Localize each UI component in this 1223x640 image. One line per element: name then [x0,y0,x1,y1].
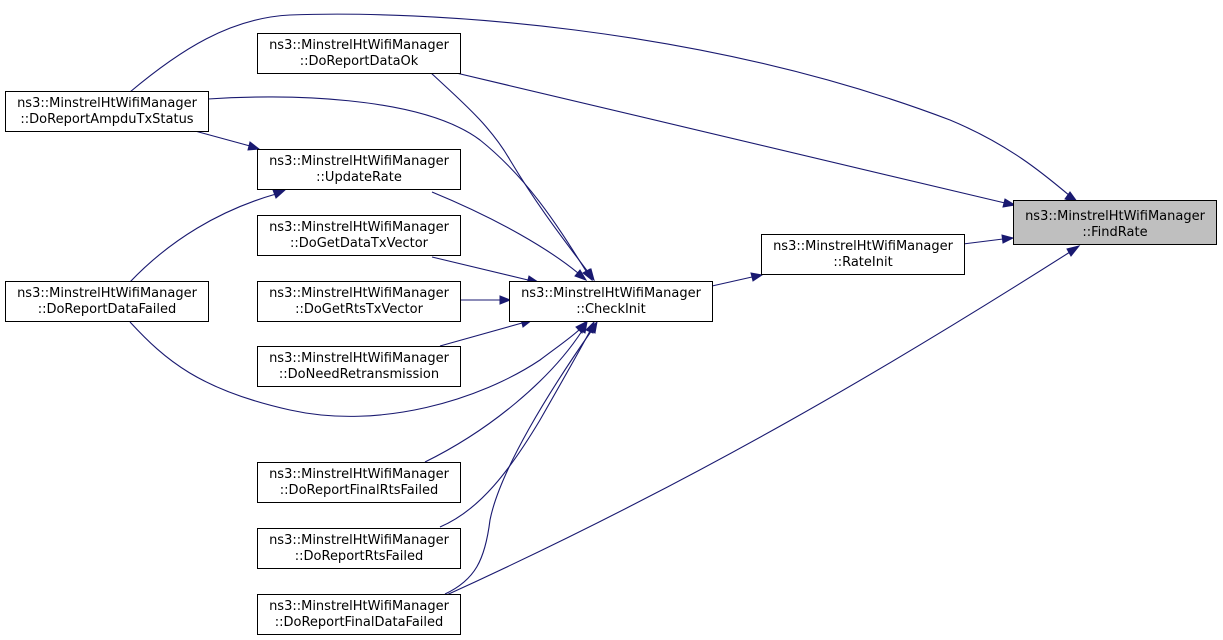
edge-checkinit-to-rateinit [711,272,764,287]
node-label-line2: ::DoReportFinalRtsFailed [280,483,438,498]
node-box [257,281,461,322]
edges [129,13,1081,599]
node-box-focus [1013,200,1217,245]
node-box [257,594,461,635]
node-box [761,234,965,275]
node-label-line1: ns3::MinstrelHtWifiManager [17,286,198,301]
node-label-line2: ::DoGetDataTxVector [290,236,429,251]
node-label-line1: ns3::MinstrelHtWifiManager [269,533,450,548]
edge-updaterate-to-checkinit [431,191,588,281]
node-do-report-ampdu-tx-status[interactable]: ns3::MinstrelHtWifiManager ::DoReportAmp… [5,91,209,132]
node-label-line1: ns3::MinstrelHtWifiManager [269,286,450,301]
edge-ampdu-to-updaterate [194,130,261,151]
node-do-get-rts-tx-vector[interactable]: ns3::MinstrelHtWifiManager ::DoGetRtsTxV… [257,281,461,322]
edge-rateinit-to-findrate [962,234,1015,245]
node-box [257,33,461,74]
node-label-line1: ns3::MinstrelHtWifiManager [269,467,450,482]
node-label-line1: ns3::MinstrelHtWifiManager [269,351,450,366]
node-box [257,215,461,256]
node-label-line2: ::DoReportRtsFailed [295,549,423,564]
edge-needretx-to-checkinit [439,318,534,347]
node-box [257,149,461,190]
edge-getrtstx-to-checkinit [460,295,512,305]
edge-getdatatx-to-checkinit [431,256,540,285]
node-label-line1: ns3::MinstrelHtWifiManager [269,38,450,53]
node-label-line2: ::UpdateRate [316,170,402,185]
edge-finaldata-to-checkinit [444,320,598,595]
node-label-line2: ::DoReportDataFailed [38,302,177,317]
node-box [257,346,461,387]
node-label-line2: ::DoReportAmpduTxStatus [20,112,193,127]
node-label-line2: ::DoGetRtsTxVector [295,302,424,317]
node-label-line2: ::DoReportFinalDataFailed [275,615,444,630]
edge-finalrts-to-checkinit [424,320,588,463]
node-label-line1: ns3::MinstrelHtWifiManager [1025,209,1206,224]
edge-ampdu-to-checkinit [207,96,593,282]
node-label-line1: ns3::MinstrelHtWifiManager [269,154,450,169]
node-label-line1: ns3::MinstrelHtWifiManager [269,599,450,614]
node-label-line2: ::CheckInit [576,302,646,317]
node-do-report-final-rts-failed[interactable]: ns3::MinstrelHtWifiManager ::DoReportFin… [257,462,461,503]
node-do-report-data-ok[interactable]: ns3::MinstrelHtWifiManager ::DoReportDat… [257,33,461,74]
node-label-line1: ns3::MinstrelHtWifiManager [17,96,198,111]
node-do-need-retransmission[interactable]: ns3::MinstrelHtWifiManager ::DoNeedRetra… [257,346,461,387]
node-box [257,462,461,503]
node-check-init[interactable]: ns3::MinstrelHtWifiManager ::CheckInit [509,281,713,322]
node-find-rate[interactable]: ns3::MinstrelHtWifiManager ::FindRate [1013,200,1217,245]
node-label-line1: ns3::MinstrelHtWifiManager [521,286,702,301]
node-box [509,281,713,322]
node-box [5,281,209,322]
node-label-line2: ::FindRate [1082,225,1147,240]
node-label-line2: ::DoNeedRetransmission [279,367,439,382]
node-label-line2: ::RateInit [833,255,892,270]
node-box [257,528,461,569]
edge-finaldata-to-findrate [439,245,1081,599]
node-do-report-final-data-failed[interactable]: ns3::MinstrelHtWifiManager ::DoReportFin… [257,594,461,635]
node-do-report-rts-failed[interactable]: ns3::MinstrelHtWifiManager ::DoReportRts… [257,528,461,569]
node-do-report-data-failed[interactable]: ns3::MinstrelHtWifiManager ::DoReportDat… [5,281,209,322]
edge-dataok-to-findrate [451,71,1017,208]
node-rate-init[interactable]: ns3::MinstrelHtWifiManager ::RateInit [761,234,965,275]
node-box [5,91,209,132]
node-update-rate[interactable]: ns3::MinstrelHtWifiManager ::UpdateRate [257,149,461,190]
node-label-line1: ns3::MinstrelHtWifiManager [269,220,450,235]
edge-rtsfailed-to-checkinit [439,320,595,528]
node-do-get-data-tx-vector[interactable]: ns3::MinstrelHtWifiManager ::DoGetDataTx… [257,215,461,256]
node-label-line1: ns3::MinstrelHtWifiManager [773,239,954,254]
nodes: ns3::MinstrelHtWifiManager ::FindRate ns… [5,33,1217,635]
node-label-line2: ::DoReportDataOk [300,54,419,69]
